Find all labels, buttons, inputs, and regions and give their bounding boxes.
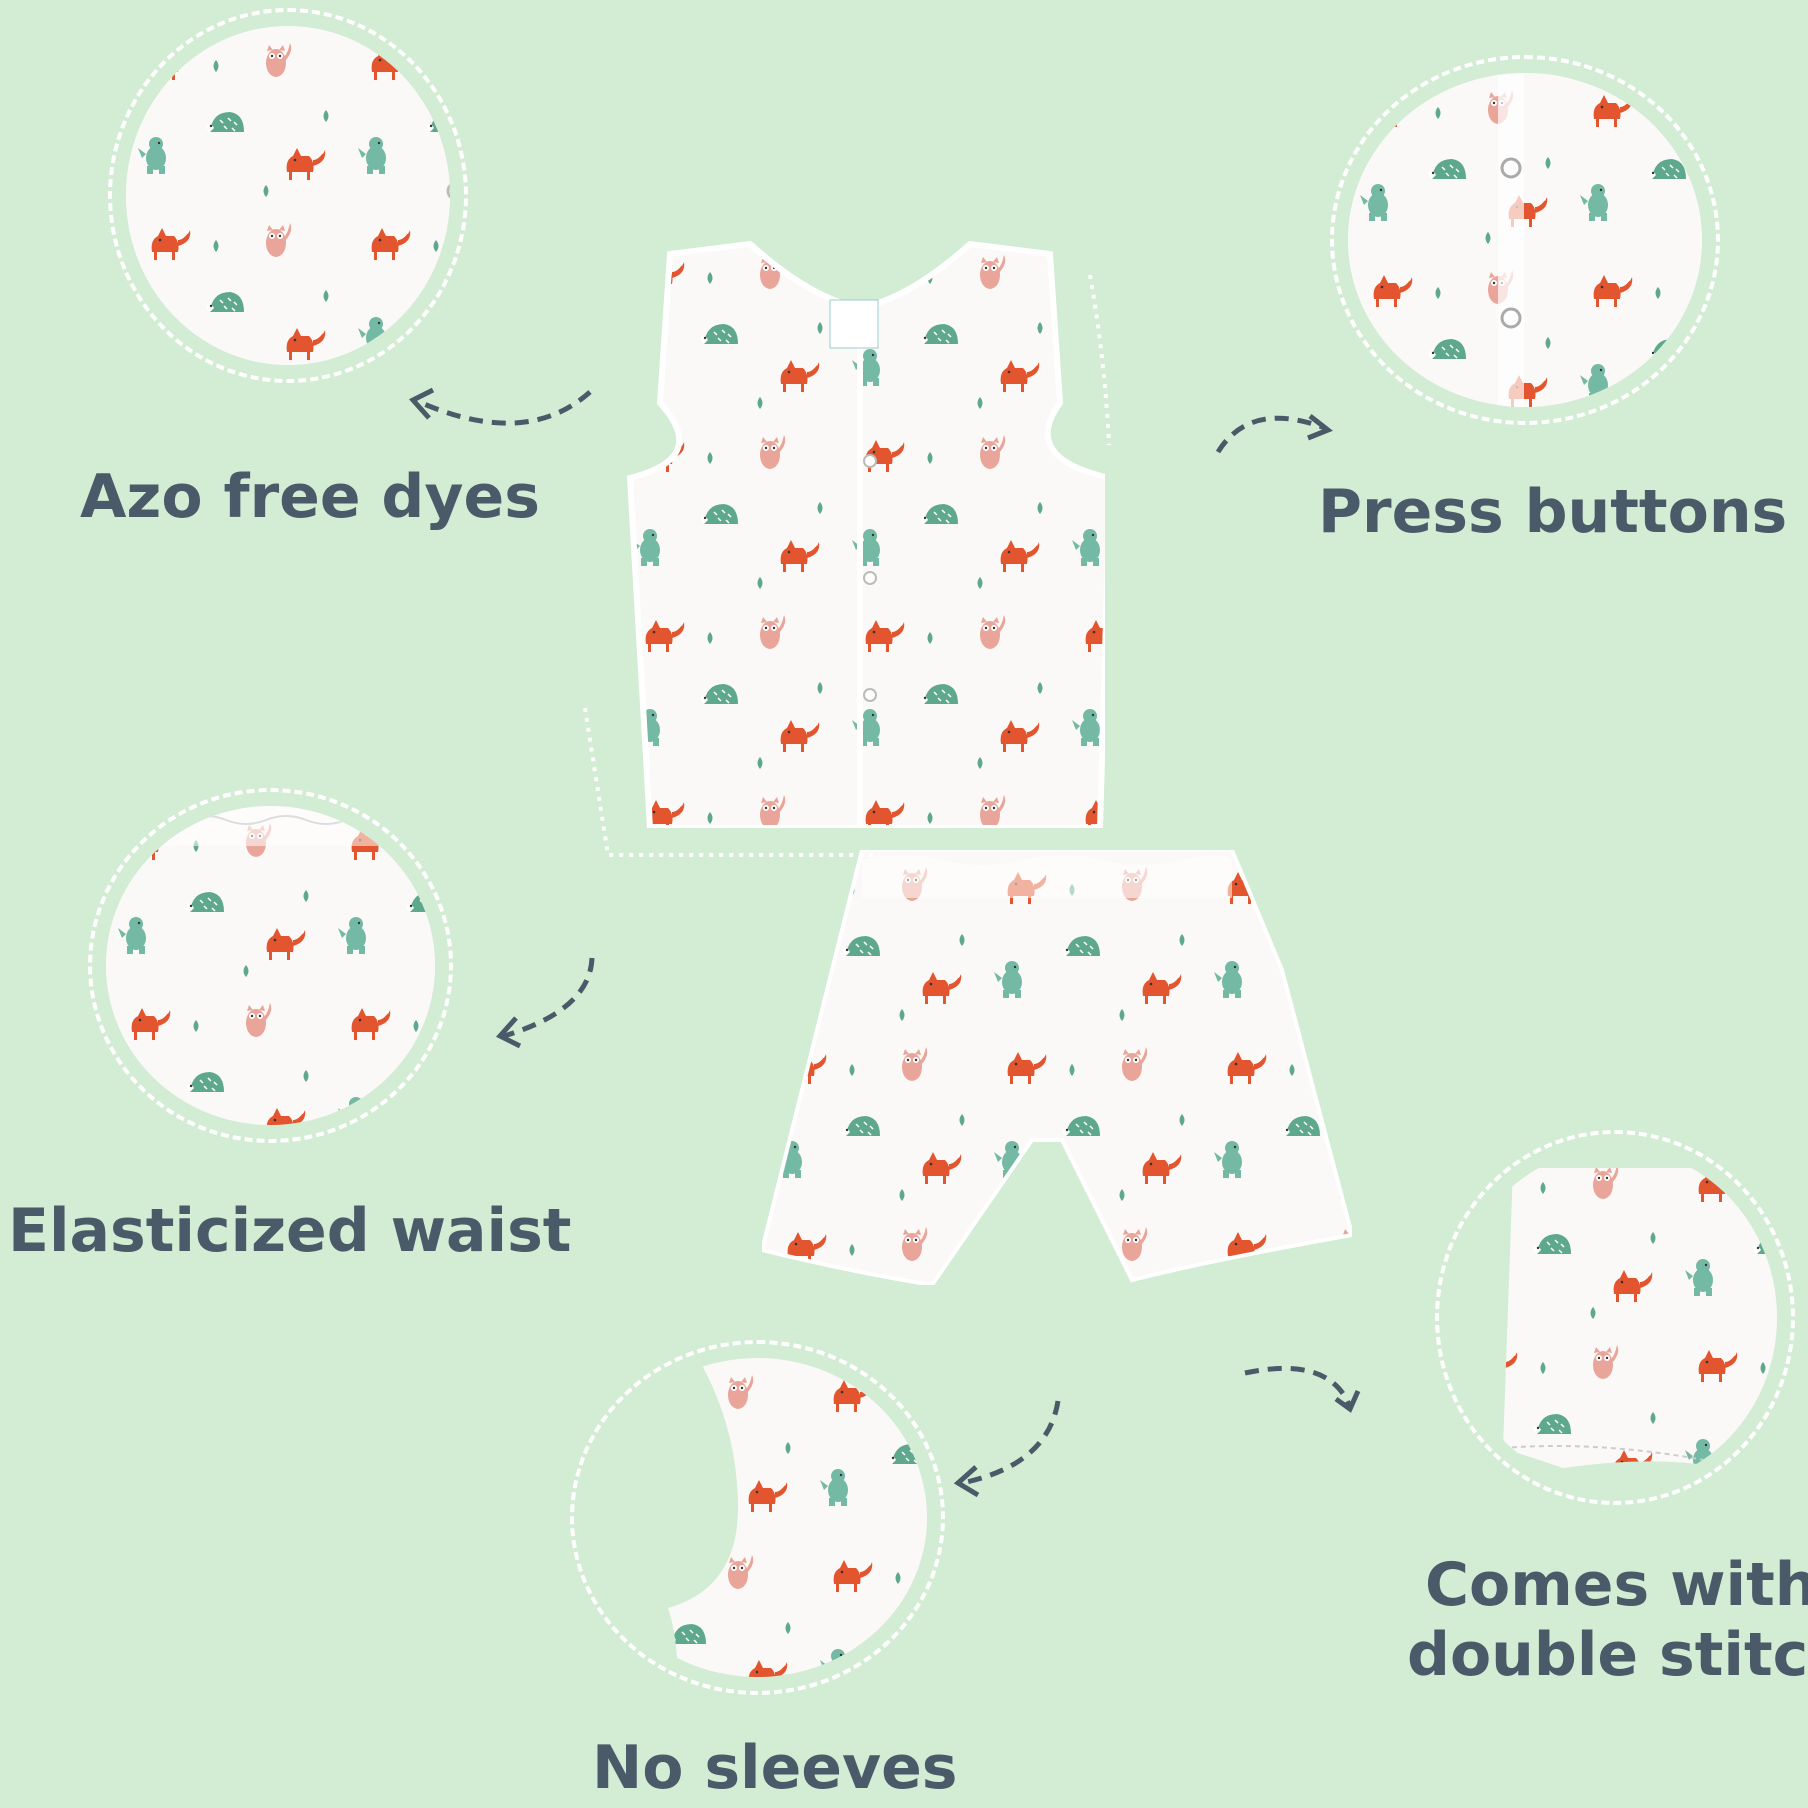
vest-guide-line-left	[583, 707, 880, 857]
waistband-swatch	[106, 806, 435, 1125]
dashed-curved-arrow-icon	[408, 387, 592, 426]
feature-label-double-stitch-line2: double stitch	[1407, 1620, 1808, 1690]
feature-label-azo-free-dyes: Azo free dyes	[80, 462, 540, 532]
shorts-image	[762, 850, 1352, 1285]
armhole-swatch	[588, 1358, 927, 1677]
detail-circle-sleeveless	[570, 1340, 945, 1695]
fabric-print-swatch	[126, 26, 450, 365]
dashed-curved-arrow-icon	[1244, 1365, 1361, 1413]
detail-circle-stitch	[1435, 1130, 1795, 1505]
dashed-curved-arrow-icon	[495, 957, 595, 1049]
hem-stitch-swatch	[1453, 1148, 1777, 1487]
detail-circle-fabric	[108, 8, 468, 383]
button-placket-swatch	[1348, 73, 1702, 407]
feature-label-no-sleeves: No sleeves	[592, 1733, 958, 1803]
feature-label-press-buttons: Press buttons	[1318, 477, 1788, 547]
feature-label-double-stitch-line1: Comes with	[1425, 1550, 1808, 1620]
vest-guide-line-right	[1088, 274, 1111, 446]
vest-image	[620, 238, 1105, 828]
feature-label-elasticized-waist: Elasticized waist	[8, 1196, 572, 1266]
detail-circle-buttons	[1330, 55, 1720, 425]
detail-circle-waist	[88, 788, 453, 1143]
dashed-curved-arrow-icon	[953, 1400, 1061, 1498]
dashed-curved-arrow-icon	[1215, 414, 1333, 454]
